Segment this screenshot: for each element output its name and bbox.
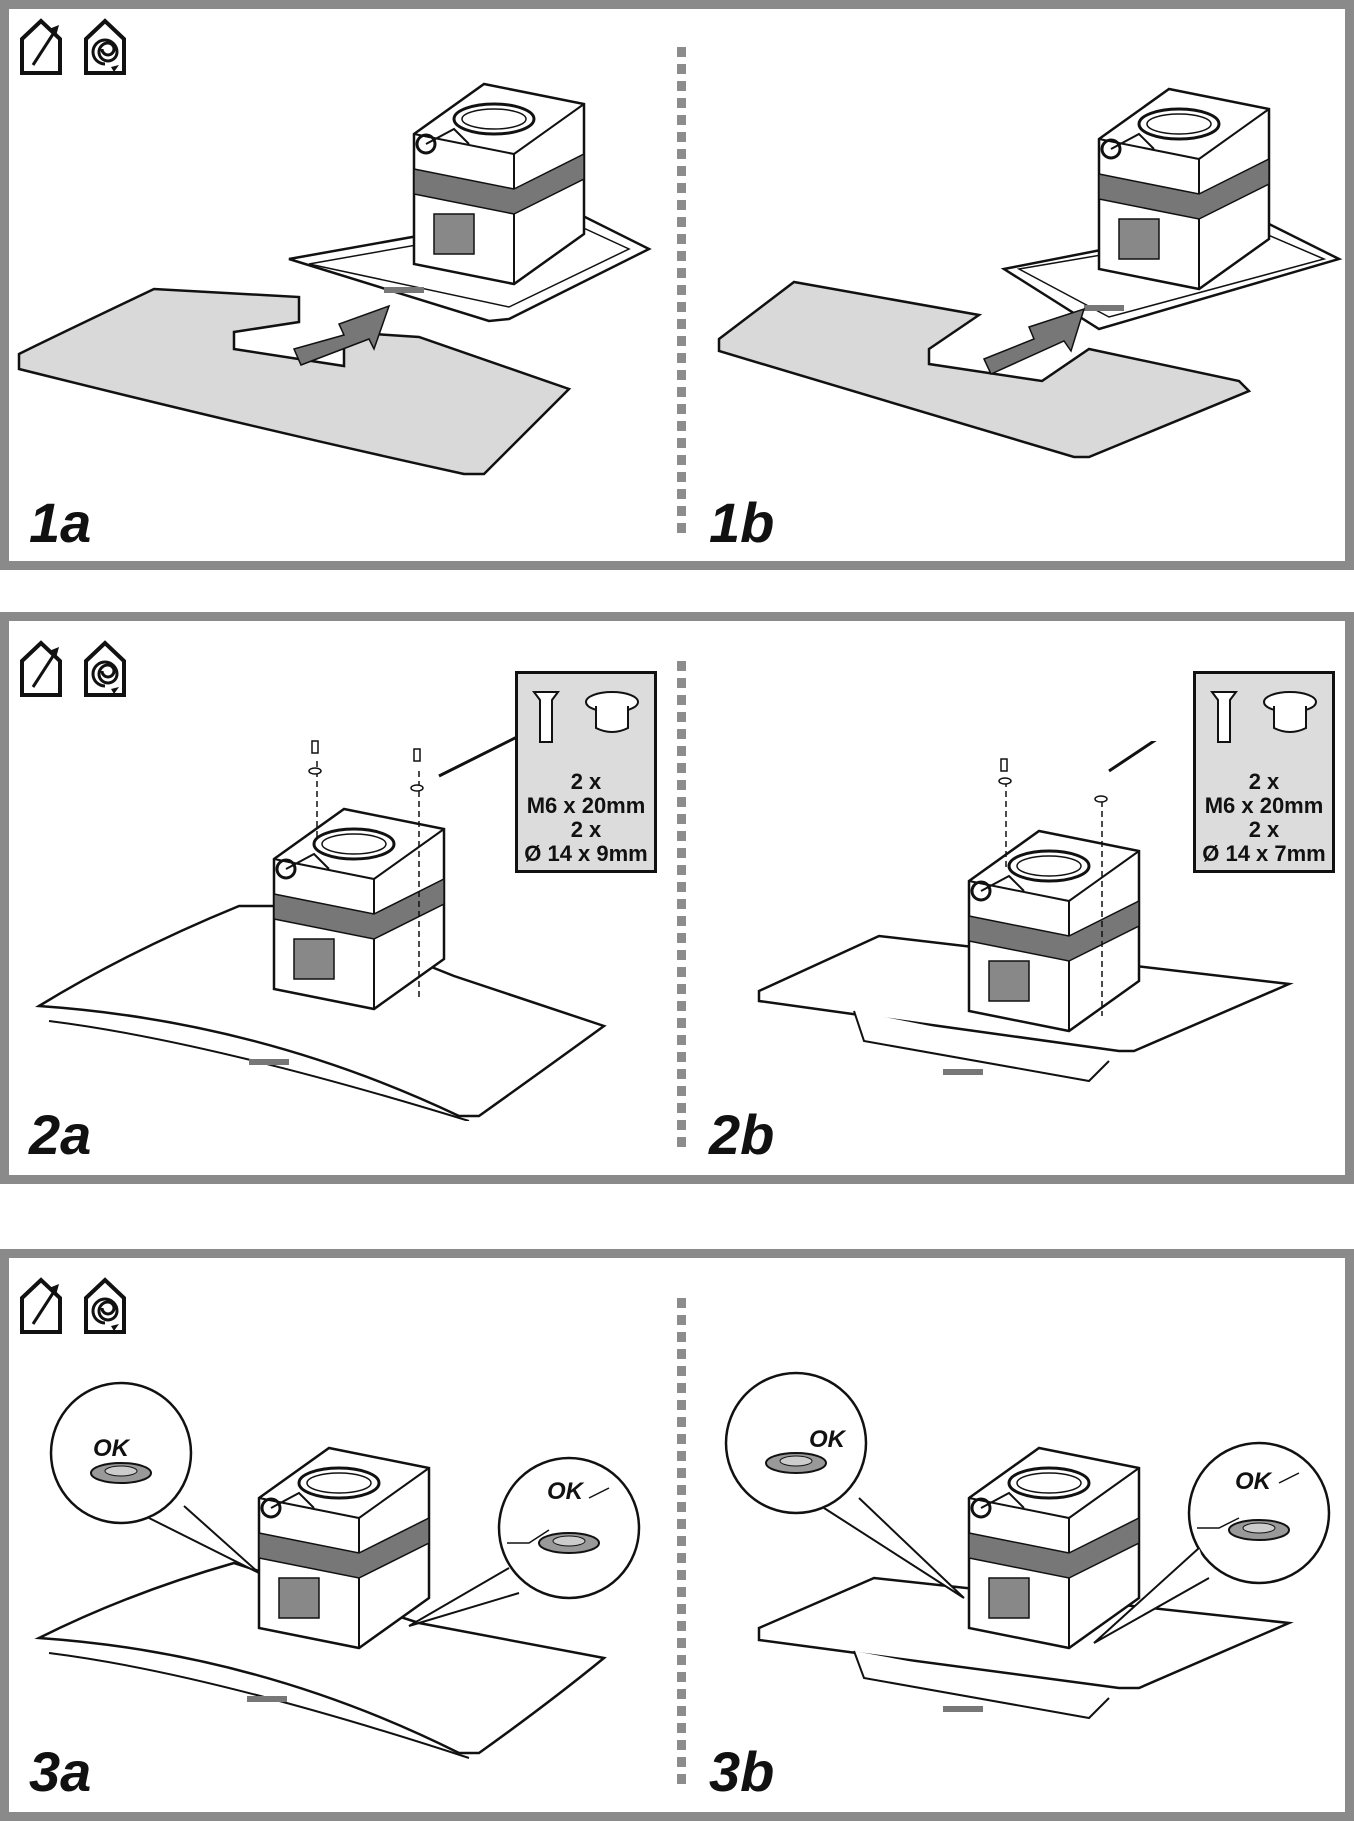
spec-line: 2 x bbox=[1248, 769, 1280, 794]
step-3-panel: OK OK 3a OK OK 3b bbox=[0, 1249, 1354, 1821]
step-3a-illustration bbox=[34, 1381, 641, 1759]
step-1-panel: 1a 1b bbox=[0, 0, 1354, 570]
step-label-1b: 1b bbox=[709, 491, 775, 554]
panel-divider bbox=[677, 47, 686, 537]
ok-label: OK bbox=[809, 1426, 845, 1453]
mode-icons bbox=[20, 641, 126, 697]
fixing-spec-callout-2a: 2 x M6 x 20mm 2 x Ø 14 x 9mm bbox=[515, 671, 657, 873]
step-label-3a: 3a bbox=[29, 1740, 92, 1803]
step-2b-illustration bbox=[757, 741, 1294, 1083]
spec-line: 2 x bbox=[1248, 817, 1280, 842]
ok-label: OK bbox=[1235, 1468, 1271, 1495]
mode-icons bbox=[20, 1278, 126, 1334]
step-3b-illustration bbox=[724, 1371, 1331, 1720]
screw-icon bbox=[532, 691, 639, 743]
spec-line: 2 x bbox=[570, 817, 602, 842]
screw-icon bbox=[1210, 691, 1317, 743]
step-label-3b: 3b bbox=[709, 1740, 775, 1803]
step-1a-illustration bbox=[17, 82, 652, 476]
step-2a-illustration bbox=[34, 729, 607, 1121]
spec-line: M6 x 20mm bbox=[1204, 793, 1324, 818]
spec-line: 2 x bbox=[570, 769, 602, 794]
fixing-spec-callout-2b: 2 x M6 x 20mm 2 x Ø 14 x 7mm bbox=[1193, 671, 1335, 873]
spec-line: Ø 14 x 7mm bbox=[1202, 841, 1326, 866]
step-2-panel: 2 x M6 x 20mm 2 x Ø 14 x 9mm 2a 2 x M6 x… bbox=[0, 612, 1354, 1184]
panel-divider bbox=[677, 1298, 686, 1790]
step-label-1a: 1a bbox=[29, 491, 92, 554]
ok-label: OK bbox=[547, 1478, 583, 1505]
step-label-2b: 2b bbox=[709, 1103, 775, 1166]
panel-divider bbox=[677, 661, 686, 1153]
step-1b-illustration bbox=[717, 87, 1343, 459]
spec-line: Ø 14 x 9mm bbox=[524, 841, 648, 866]
spec-line: M6 x 20mm bbox=[526, 793, 646, 818]
ok-label: OK bbox=[93, 1435, 129, 1462]
step-label-2a: 2a bbox=[29, 1103, 92, 1166]
